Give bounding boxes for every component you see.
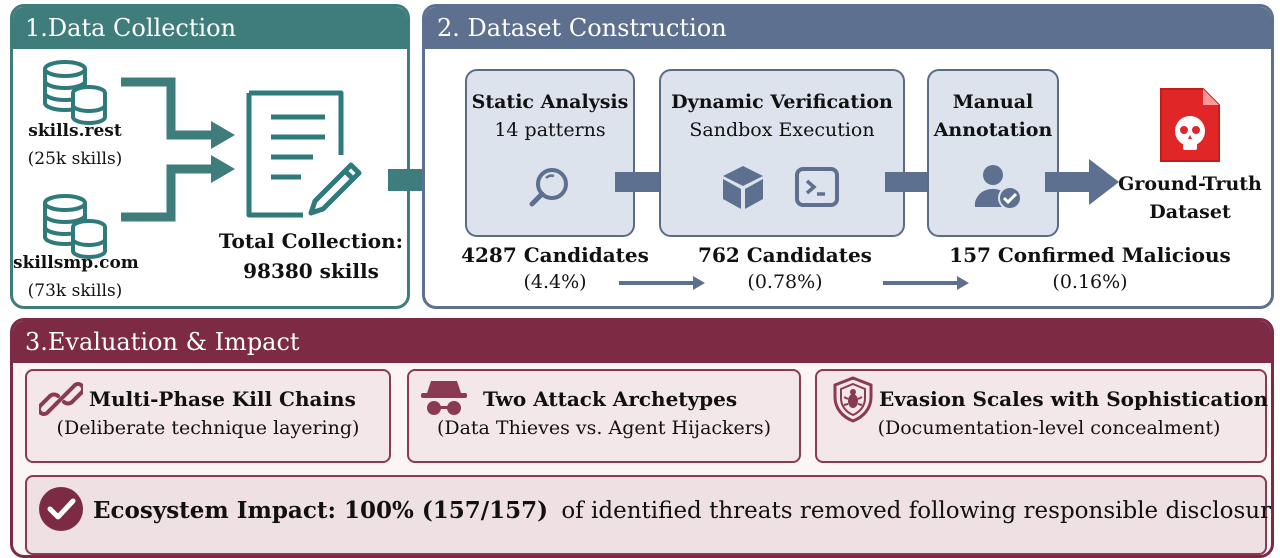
stage-percentage: (0.16%) <box>1052 271 1128 293</box>
check-circle-icon <box>37 485 85 533</box>
finding-title: Evasion Scales with Sophistication <box>879 387 1269 411</box>
spy-icon <box>419 377 469 419</box>
flow-arrow <box>1045 159 1119 205</box>
database-icon <box>41 193 113 263</box>
database-icon <box>41 59 113 129</box>
source-name: skillsmp.com <box>13 253 139 273</box>
finding-card <box>815 369 1267 463</box>
finding-description: (Deliberate technique layering) <box>56 417 360 439</box>
finding-card <box>407 369 801 463</box>
link-icon <box>39 377 83 421</box>
stage-title: Dynamic Verification <box>671 91 893 113</box>
finding-card <box>25 369 391 463</box>
shield-bug-icon <box>831 375 875 423</box>
finding-title: Multi-Phase Kill Chains <box>89 387 356 411</box>
manual-annotation-stage <box>927 69 1059 237</box>
stage-title: Manual <box>952 91 1034 113</box>
dataset-construction-panel: 2. Dataset Construction Static Analysis … <box>422 4 1274 309</box>
stage-result: 762 Candidates <box>698 243 872 267</box>
result-arrow <box>619 276 705 290</box>
static-analysis-stage <box>465 69 635 237</box>
search-icon <box>527 165 571 209</box>
output-label: Ground-Truth <box>1118 173 1262 195</box>
stage-subtitle: Sandbox Execution <box>689 119 875 141</box>
evaluation-impact-title: 3.Evaluation & Impact <box>13 321 1271 363</box>
dataset-construction-title: 2. Dataset Construction <box>425 7 1271 49</box>
stage-result: 157 Confirmed Malicious <box>949 243 1231 267</box>
output-label: Dataset <box>1149 201 1231 223</box>
total-collection-count: 98380 skills <box>243 259 379 283</box>
document-edit-icon <box>241 85 371 225</box>
impact-detail: of identified threats removed following … <box>561 498 1274 524</box>
stage-title: Static Analysis <box>471 91 629 113</box>
finding-description: (Data Thieves vs. Agent Hijackers) <box>436 417 772 439</box>
dynamic-verification-stage <box>659 69 905 237</box>
finding-title: Two Attack Archetypes <box>483 387 738 411</box>
finding-description: (Documentation-level concealment) <box>877 417 1221 439</box>
total-collection-label: Total Collection: <box>218 229 404 253</box>
data-collection-panel: 1.Data Collection skills.rest (25k skill… <box>10 4 410 309</box>
merge-arrows <box>121 77 235 222</box>
impact-highlight: Ecosystem Impact: 100% (157/157) <box>93 497 549 524</box>
stage-title: Annotation <box>933 119 1053 141</box>
stage-percentage: (4.4%) <box>523 271 587 293</box>
source-name: skills.rest <box>28 121 122 141</box>
evaluation-impact-panel: 3.Evaluation & Impact Multi-Phase Kill C… <box>10 318 1274 558</box>
terminal-icon <box>793 163 841 211</box>
data-collection-title: 1.Data Collection <box>13 7 407 49</box>
user-check-icon <box>973 161 1025 213</box>
stage-subtitle: 14 patterns <box>494 119 606 141</box>
source-count: (25k skills) <box>27 149 123 169</box>
cube-icon <box>719 163 767 211</box>
source-count: (73k skills) <box>27 281 123 301</box>
malicious-file-icon <box>1157 85 1223 165</box>
stage-result: 4287 Candidates <box>461 243 649 267</box>
impact-statement: Ecosystem Impact: 100% (157/157) of iden… <box>93 497 1274 524</box>
result-arrow <box>883 276 969 290</box>
stage-percentage: (0.78%) <box>747 271 823 293</box>
